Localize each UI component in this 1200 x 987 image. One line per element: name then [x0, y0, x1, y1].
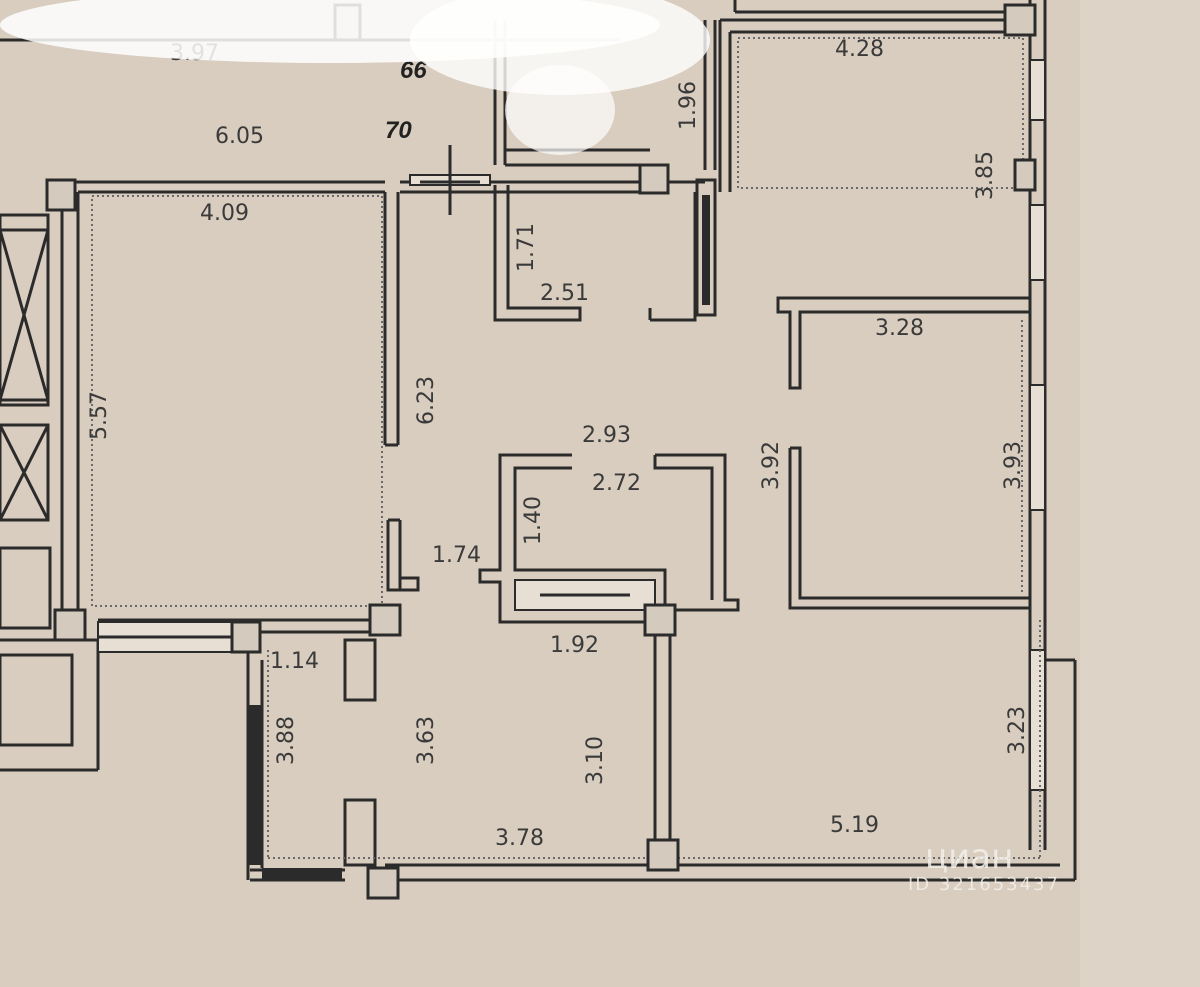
label-bedroom2-height-right: 3.93 [1001, 441, 1026, 490]
label-bedroom3-width: 5.19 [830, 813, 879, 838]
label-bedroom1-width: 4.28 [835, 37, 884, 62]
label-top-hall-height: 1.96 [676, 81, 701, 130]
label-wc-width: 2.51 [540, 281, 589, 306]
page-edge [1080, 0, 1200, 987]
label-kitchen-stub: 1.14 [270, 649, 319, 674]
label-bath-height: 1.40 [521, 496, 546, 545]
label-bedroom1-height: 3.85 [973, 151, 998, 200]
label-bedroom2-width: 3.28 [875, 316, 924, 341]
label-kitchen-width: 3.78 [495, 826, 544, 851]
label-wc-height: 1.71 [514, 223, 539, 272]
photo-glare [0, 0, 710, 155]
interior-walls [343, 178, 1030, 867]
label-bedroom3-height: 3.23 [1005, 706, 1030, 755]
cian-watermark: циан ID 321653437 [908, 837, 1060, 895]
label-bath-bottom-width: 1.92 [550, 633, 599, 658]
columns [45, 3, 1037, 900]
watermark-brand: циан [925, 837, 1013, 877]
label-bath-width: 2.72 [592, 471, 641, 496]
label-kitchen-height-inner: 3.63 [414, 716, 439, 765]
label-kitchen-left-height: 3.88 [274, 716, 299, 765]
watermark-id: ID 321653437 [908, 874, 1060, 895]
label-bedroom2-height-left: 3.92 [759, 441, 784, 490]
label-apartment-number: 70 [385, 117, 412, 144]
label-corridor-width: 1.74 [432, 543, 481, 568]
label-kitchen-height: 3.10 [583, 736, 608, 785]
label-living-height: 5.57 [87, 391, 112, 440]
label-living-width: 4.09 [200, 201, 249, 226]
label-hall-width: 2.93 [582, 423, 631, 448]
label-partition-height: 6.23 [414, 376, 439, 425]
label-width-total: 6.05 [215, 124, 264, 149]
entry-marker [420, 145, 480, 215]
